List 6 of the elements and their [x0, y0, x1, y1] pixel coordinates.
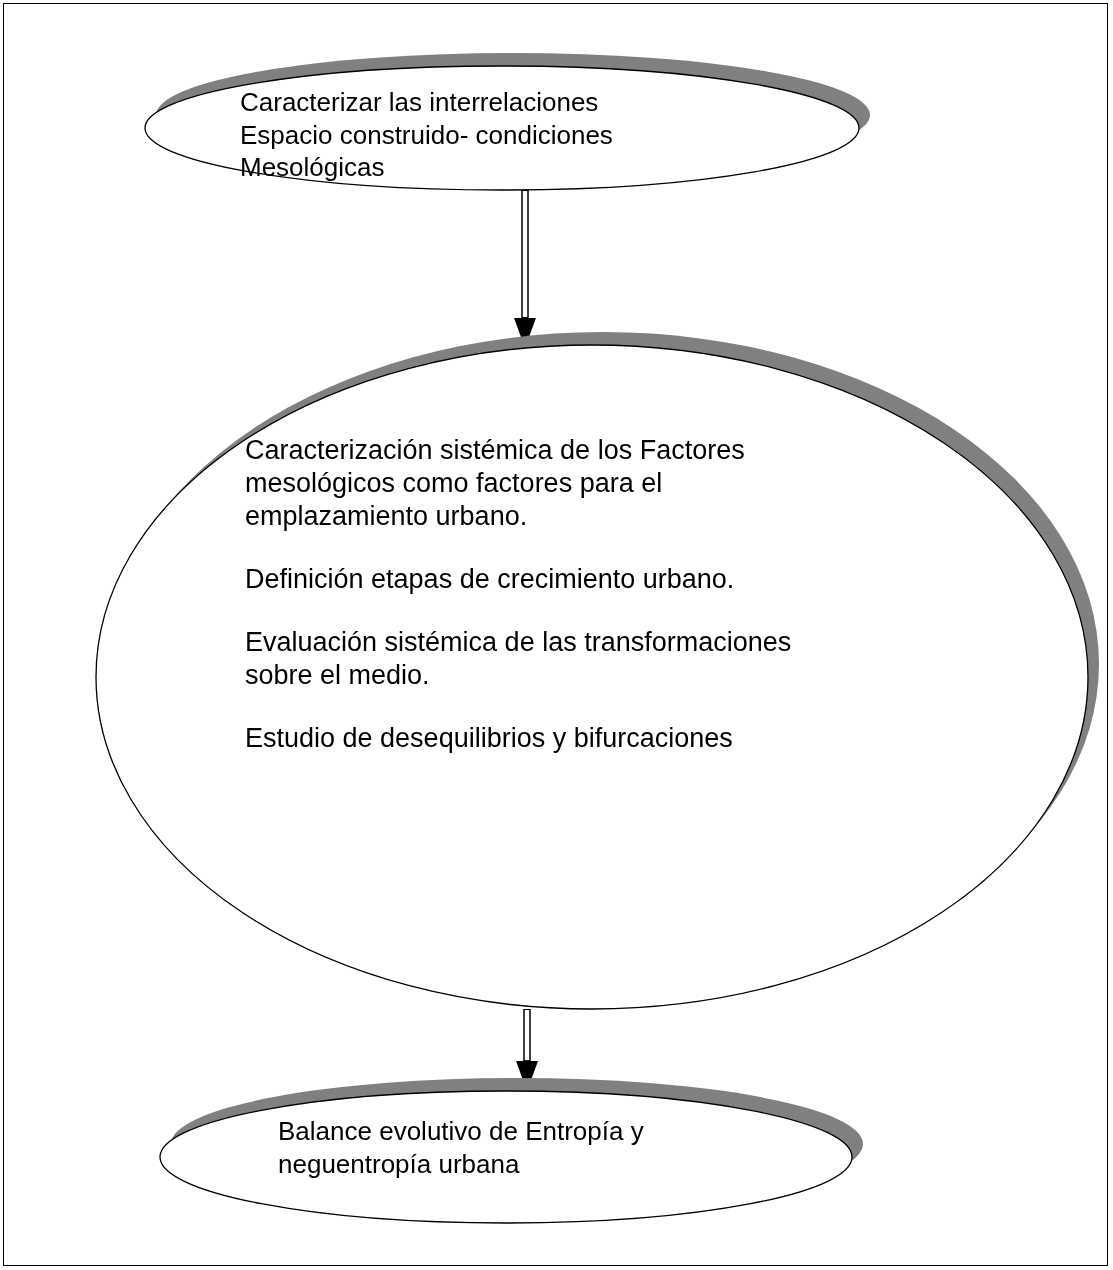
node-text: Estudio de desequilibrios y bifurcaciones — [245, 721, 734, 755]
node-text: Balance evolutivo de Entropía y neguentropía urbana — [278, 1115, 645, 1180]
node-text: Evaluación sistémica de las transformaciones sobre el medio. — [245, 625, 793, 692]
node-text: Definición etapas de crecimiento urbano. — [245, 562, 736, 596]
node-text: Caracterizar las interrelaciones Espacio construido- condiciones Mesológicas — [240, 86, 614, 184]
node-text: Caracterización sistémica de los Factores mesológicos como factores para el emplazamiento urbano. — [245, 434, 746, 533]
